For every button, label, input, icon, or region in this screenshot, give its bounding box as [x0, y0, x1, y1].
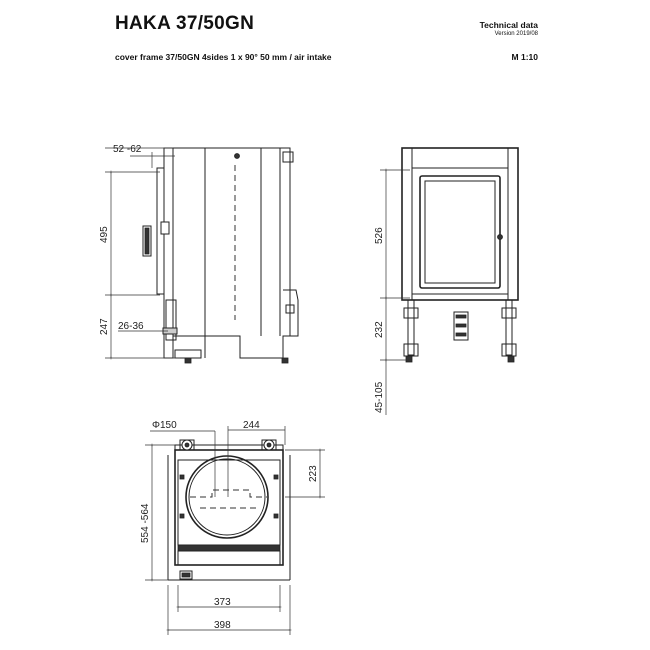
dim-side-lower: 247	[99, 318, 110, 335]
dim-side-upper: 495	[99, 226, 110, 243]
dim-top-diameter: Φ150	[152, 420, 177, 431]
dim-front-upper: 526	[374, 227, 385, 244]
dim-top-outer-width: 398	[214, 620, 231, 631]
side-view: 52 -62 495 247 26-36	[99, 144, 299, 364]
version-label: Version 2019/08	[494, 31, 538, 37]
side-handle-icon	[234, 153, 240, 159]
top-view: Φ150 244 223 554 -564 373 398	[140, 420, 325, 635]
scale-label: M 1:10	[511, 52, 538, 62]
dim-front-feet: 45-105	[374, 381, 385, 413]
dim-side-intake: 26-36	[118, 321, 144, 332]
drawing-title: HAKA 37/50GN	[115, 13, 255, 34]
dim-top-height: 554 -564	[140, 503, 151, 543]
drawing-subtitle: cover frame 37/50GN 4sides 1 x 90° 50 mm…	[115, 52, 332, 62]
technical-data-label: Technical data	[479, 20, 538, 30]
air-intake-grille	[453, 311, 469, 341]
dim-front-lower: 232	[374, 321, 385, 338]
dim-top-inner-width: 373	[214, 597, 231, 608]
door-knob-icon	[497, 234, 503, 240]
dim-side-top: 52 -62	[113, 144, 142, 155]
flue-outlet-circle	[185, 455, 269, 539]
dim-top-offset: 244	[243, 420, 260, 431]
front-view: 526 232 45-105	[374, 147, 519, 415]
dim-top-depth: 223	[308, 465, 319, 482]
front-glass-door	[419, 175, 501, 289]
